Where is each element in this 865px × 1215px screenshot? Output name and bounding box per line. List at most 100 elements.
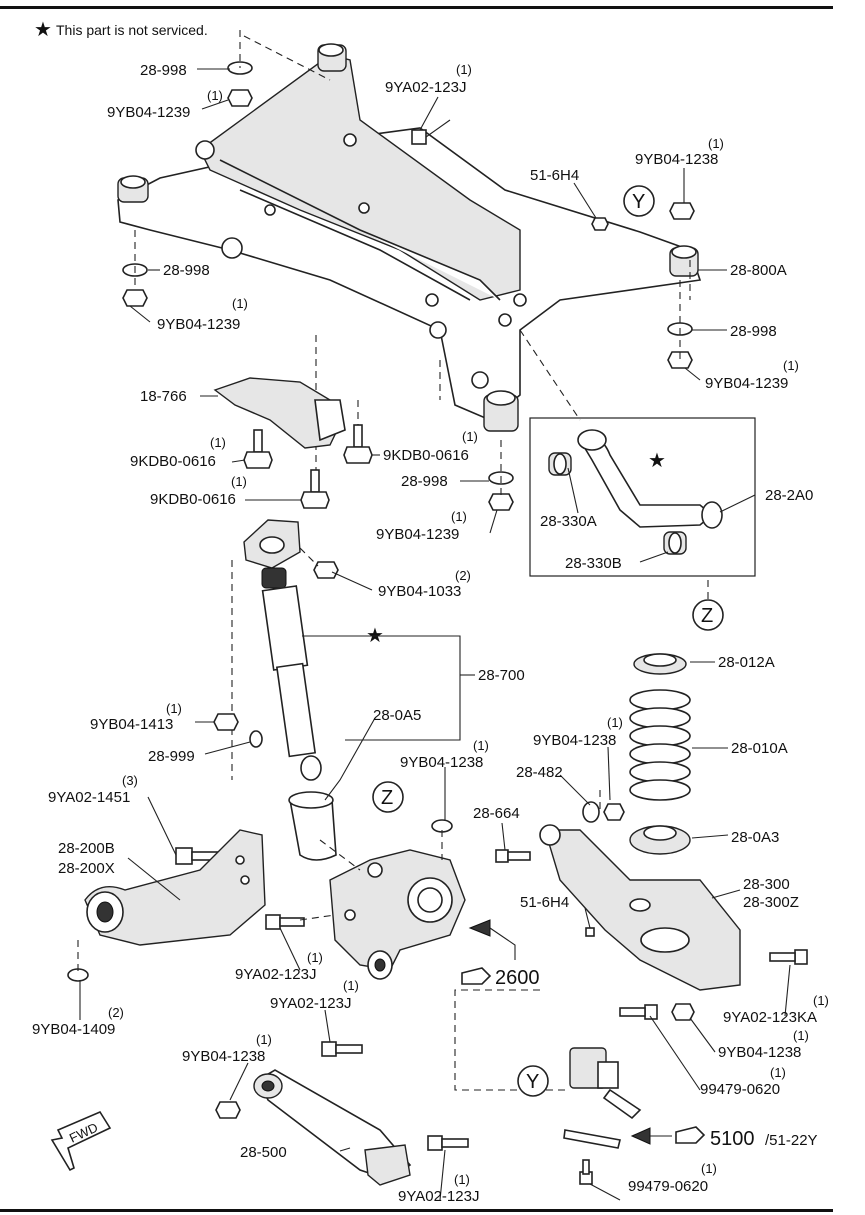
top-border <box>0 6 833 9</box>
qty-9ya02-123j-b: (1) <box>307 950 323 965</box>
spring-seat-28-0a3 <box>629 825 691 855</box>
marker-y-1-label: Y <box>632 191 645 213</box>
lateral-link-28-500 <box>215 1069 469 1186</box>
label-28-700[interactable]: 28-700 <box>478 667 525 684</box>
label-28-330b[interactable]: 28-330B <box>565 555 622 572</box>
label-99479-0620-b[interactable]: 99479-0620 <box>628 1178 708 1195</box>
ref-2600-icon <box>461 967 492 985</box>
qty-9yb04-1239-c: (1) <box>783 358 799 373</box>
label-9yb04-1409[interactable]: 9YB04-1409 <box>32 1021 115 1038</box>
label-28-800a[interactable]: 28-800A <box>730 262 787 279</box>
label-9yb04-1033[interactable]: 9YB04-1033 <box>378 583 461 600</box>
label-9yb04-1413[interactable]: 9YB04-1413 <box>90 716 173 733</box>
qty-9yb04-1238-a: (1) <box>708 136 724 151</box>
height-sensor-5100 <box>563 1047 642 1185</box>
rear-knuckle <box>329 849 466 980</box>
label-18-766[interactable]: 18-766 <box>140 388 187 405</box>
upper-arm-28-2a0 <box>548 429 723 555</box>
label-28-500[interactable]: 28-500 <box>240 1144 287 1161</box>
label-9yb04-1239-a[interactable]: 9YB04-1239 <box>107 104 190 121</box>
qty-9yb04-1238-d: (1) <box>607 715 623 730</box>
qty-9yb04-1413: (1) <box>166 701 182 716</box>
label-9yb04-1238-c[interactable]: 9YB04-1238 <box>182 1048 265 1065</box>
label-28-0a5[interactable]: 28-0A5 <box>373 707 421 724</box>
label-9yb04-1238-d[interactable]: 9YB04-1238 <box>533 732 616 749</box>
ref-5100: 5100 /51-22Y <box>630 1126 818 1150</box>
label-28-200x[interactable]: 28-200X <box>58 860 115 877</box>
label-9ya02-123j-a[interactable]: 9YA02-123J <box>385 79 466 96</box>
label-9kdb0-0616-b[interactable]: 9KDB0-0616 <box>383 447 469 464</box>
label-28-010a[interactable]: 28-010A <box>731 740 788 757</box>
ref-5100-label[interactable]: 5100 <box>710 1128 755 1150</box>
label-99479-0620-a[interactable]: 99479-0620 <box>700 1081 780 1098</box>
lower-arm-28-300 <box>539 824 741 991</box>
upper-arm-group-box <box>529 417 756 577</box>
label-9kdb0-0616-a[interactable]: 9KDB0-0616 <box>130 453 216 470</box>
label-9yb04-1239-c[interactable]: 9YB04-1239 <box>705 375 788 392</box>
qty-9kdb0-0616-c: (1) <box>231 474 247 489</box>
nut-9yb04-1413 <box>213 713 239 731</box>
marker-y-2: Y <box>517 1065 549 1097</box>
label-28-200b[interactable]: 28-200B <box>58 840 115 857</box>
label-9yb04-1238-e[interactable]: 9YB04-1238 <box>718 1044 801 1061</box>
star-icon-upper-arm: ★ <box>648 450 666 472</box>
bottom-border <box>0 1209 833 1212</box>
label-28-0a3[interactable]: 28-0A3 <box>731 829 779 846</box>
label-9ya02-1451[interactable]: 9YA02-1451 <box>48 789 130 806</box>
marker-z-1-label: Z <box>701 605 713 627</box>
label-28-482[interactable]: 28-482 <box>516 764 563 781</box>
spring-seat-28-012a <box>633 653 687 675</box>
marker-z-1: Z <box>692 599 724 631</box>
label-28-330a[interactable]: 28-330A <box>540 513 597 530</box>
label-9yb04-1239-b[interactable]: 9YB04-1239 <box>157 316 240 333</box>
ref-5100-icon <box>675 1126 706 1144</box>
qty-9ya02-123j-a: (1) <box>456 62 472 77</box>
qty-9kdb0-0616-b: (1) <box>462 429 478 444</box>
label-51-6h4-a[interactable]: 51-6H4 <box>530 167 579 184</box>
label-28-999[interactable]: 28-999 <box>148 748 195 765</box>
callout-labels: 28-998 (1) 9YB04-1239 (1) 9YA02-123J 51-… <box>32 62 829 1205</box>
label-9ya02-123j-d[interactable]: 9YA02-123J <box>398 1188 479 1205</box>
qty-9yb04-1239-d: (1) <box>451 509 467 524</box>
crossmember <box>117 43 702 432</box>
knuckle-hardware <box>265 819 453 1057</box>
lower-arm-hardware <box>495 801 808 1021</box>
qty-9yb04-1238-c: (1) <box>256 1032 272 1047</box>
ref-51-22y-label[interactable]: /51-22Y <box>765 1132 818 1149</box>
label-9ya02-123j-b[interactable]: 9YA02-123J <box>235 966 316 983</box>
qty-9ya02-123ka: (1) <box>813 993 829 1008</box>
qty-9ya02-123j-c: (1) <box>343 978 359 993</box>
ref-2600-label[interactable]: 2600 <box>495 967 540 989</box>
trailing-link-28-200b <box>84 829 266 946</box>
note-text: This part is not serviced. <box>56 22 208 38</box>
coil-spring-28-010a <box>629 689 691 801</box>
marker-z-2: Z <box>372 781 404 813</box>
leader-lines <box>79 68 791 1201</box>
qty-9yb04-1239-b: (1) <box>232 296 248 311</box>
mount-hardware <box>122 61 695 511</box>
label-9ya02-123ka[interactable]: 9YA02-123KA <box>723 1009 817 1026</box>
bump-stop-28-0a5 <box>288 791 337 861</box>
marker-y-2-label: Y <box>526 1071 539 1093</box>
label-28-998-d[interactable]: 28-998 <box>401 473 448 490</box>
label-28-998-c[interactable]: 28-998 <box>730 323 777 340</box>
label-9yb04-1238-b[interactable]: 9YB04-1238 <box>400 754 483 771</box>
label-28-2a0[interactable]: 28-2A0 <box>765 487 813 504</box>
label-28-300z[interactable]: 28-300Z <box>743 894 799 911</box>
qty-9yb04-1409: (2) <box>108 1005 124 1020</box>
label-28-664[interactable]: 28-664 <box>473 805 520 822</box>
label-28-998-a[interactable]: 28-998 <box>140 62 187 79</box>
label-9yb04-1238-a[interactable]: 9YB04-1238 <box>635 151 718 168</box>
label-28-012a[interactable]: 28-012A <box>718 654 775 671</box>
shock-absorber-28-700 <box>243 519 339 781</box>
qty-9ya02-1451: (3) <box>122 773 138 788</box>
bracket-18-766 <box>213 377 373 509</box>
label-9yb04-1239-d[interactable]: 9YB04-1239 <box>376 526 459 543</box>
qty-99479-0620-b: (1) <box>701 1161 717 1176</box>
label-28-998-b[interactable]: 28-998 <box>163 262 210 279</box>
ref-2600: 2600 <box>461 919 540 989</box>
label-51-6h4-b[interactable]: 51-6H4 <box>520 894 569 911</box>
label-28-300[interactable]: 28-300 <box>743 876 790 893</box>
label-9ya02-123j-c[interactable]: 9YA02-123J <box>270 995 351 1012</box>
label-9kdb0-0616-c[interactable]: 9KDB0-0616 <box>150 491 236 508</box>
